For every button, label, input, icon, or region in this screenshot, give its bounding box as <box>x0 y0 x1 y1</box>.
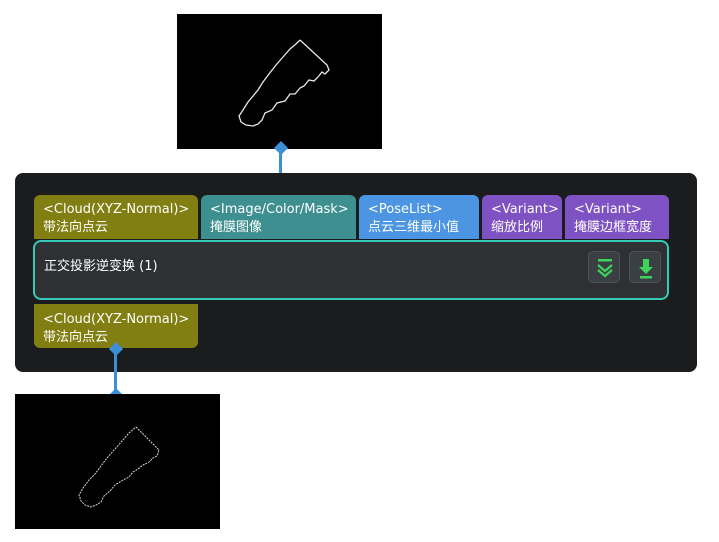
port-name: 缩放比例 <box>491 220 544 235</box>
download-arrow-icon <box>639 259 653 279</box>
transform-node[interactable]: <Cloud(XYZ-Normal)> 带法向点云 <Image/Color/M… <box>15 173 697 372</box>
port-type: <Image/Color/Mask> <box>210 202 349 217</box>
connection-diamond-icon <box>274 141 288 155</box>
connection-endpoint-icon <box>109 342 123 356</box>
input-port-border-width[interactable]: <Variant> 掩膜边框宽度 <box>565 195 669 239</box>
output-port-cloud[interactable]: <Cloud(XYZ-Normal)> 带法向点云 <box>34 304 198 348</box>
port-name: 带法向点云 <box>43 330 109 345</box>
output-connection <box>114 349 117 393</box>
port-type: <Cloud(XYZ-Normal)> <box>43 202 190 217</box>
chevrons-down-icon <box>597 259 613 278</box>
input-mask-preview <box>177 14 382 149</box>
port-name: 掩膜图像 <box>210 220 263 235</box>
input-port-mask[interactable]: <Image/Color/Mask> 掩膜图像 <box>201 195 356 239</box>
collapse-button[interactable] <box>588 251 620 283</box>
port-type: <PoseList> <box>368 202 443 217</box>
cloud-outline-shape <box>78 426 160 508</box>
port-name: 带法向点云 <box>43 220 109 235</box>
port-name: 点云三维最小值 <box>368 220 460 235</box>
node-title: 正交投影逆变换 (1) <box>44 259 158 274</box>
input-port-poselist[interactable]: <PoseList> 点云三维最小值 <box>359 195 479 239</box>
input-port-cloud[interactable]: <Cloud(XYZ-Normal)> 带法向点云 <box>34 195 198 239</box>
node-body[interactable]: 正交投影逆变换 (1) <box>33 240 669 300</box>
mask-outline-shape <box>238 39 330 127</box>
port-name: 掩膜边框宽度 <box>574 220 653 235</box>
run-step-button[interactable] <box>629 251 661 283</box>
port-type: <Variant> <box>491 202 559 217</box>
output-cloud-preview <box>15 394 220 529</box>
input-port-scale[interactable]: <Variant> 缩放比例 <box>482 195 562 239</box>
port-type: <Cloud(XYZ-Normal)> <box>43 312 190 327</box>
port-type: <Variant> <box>574 202 642 217</box>
